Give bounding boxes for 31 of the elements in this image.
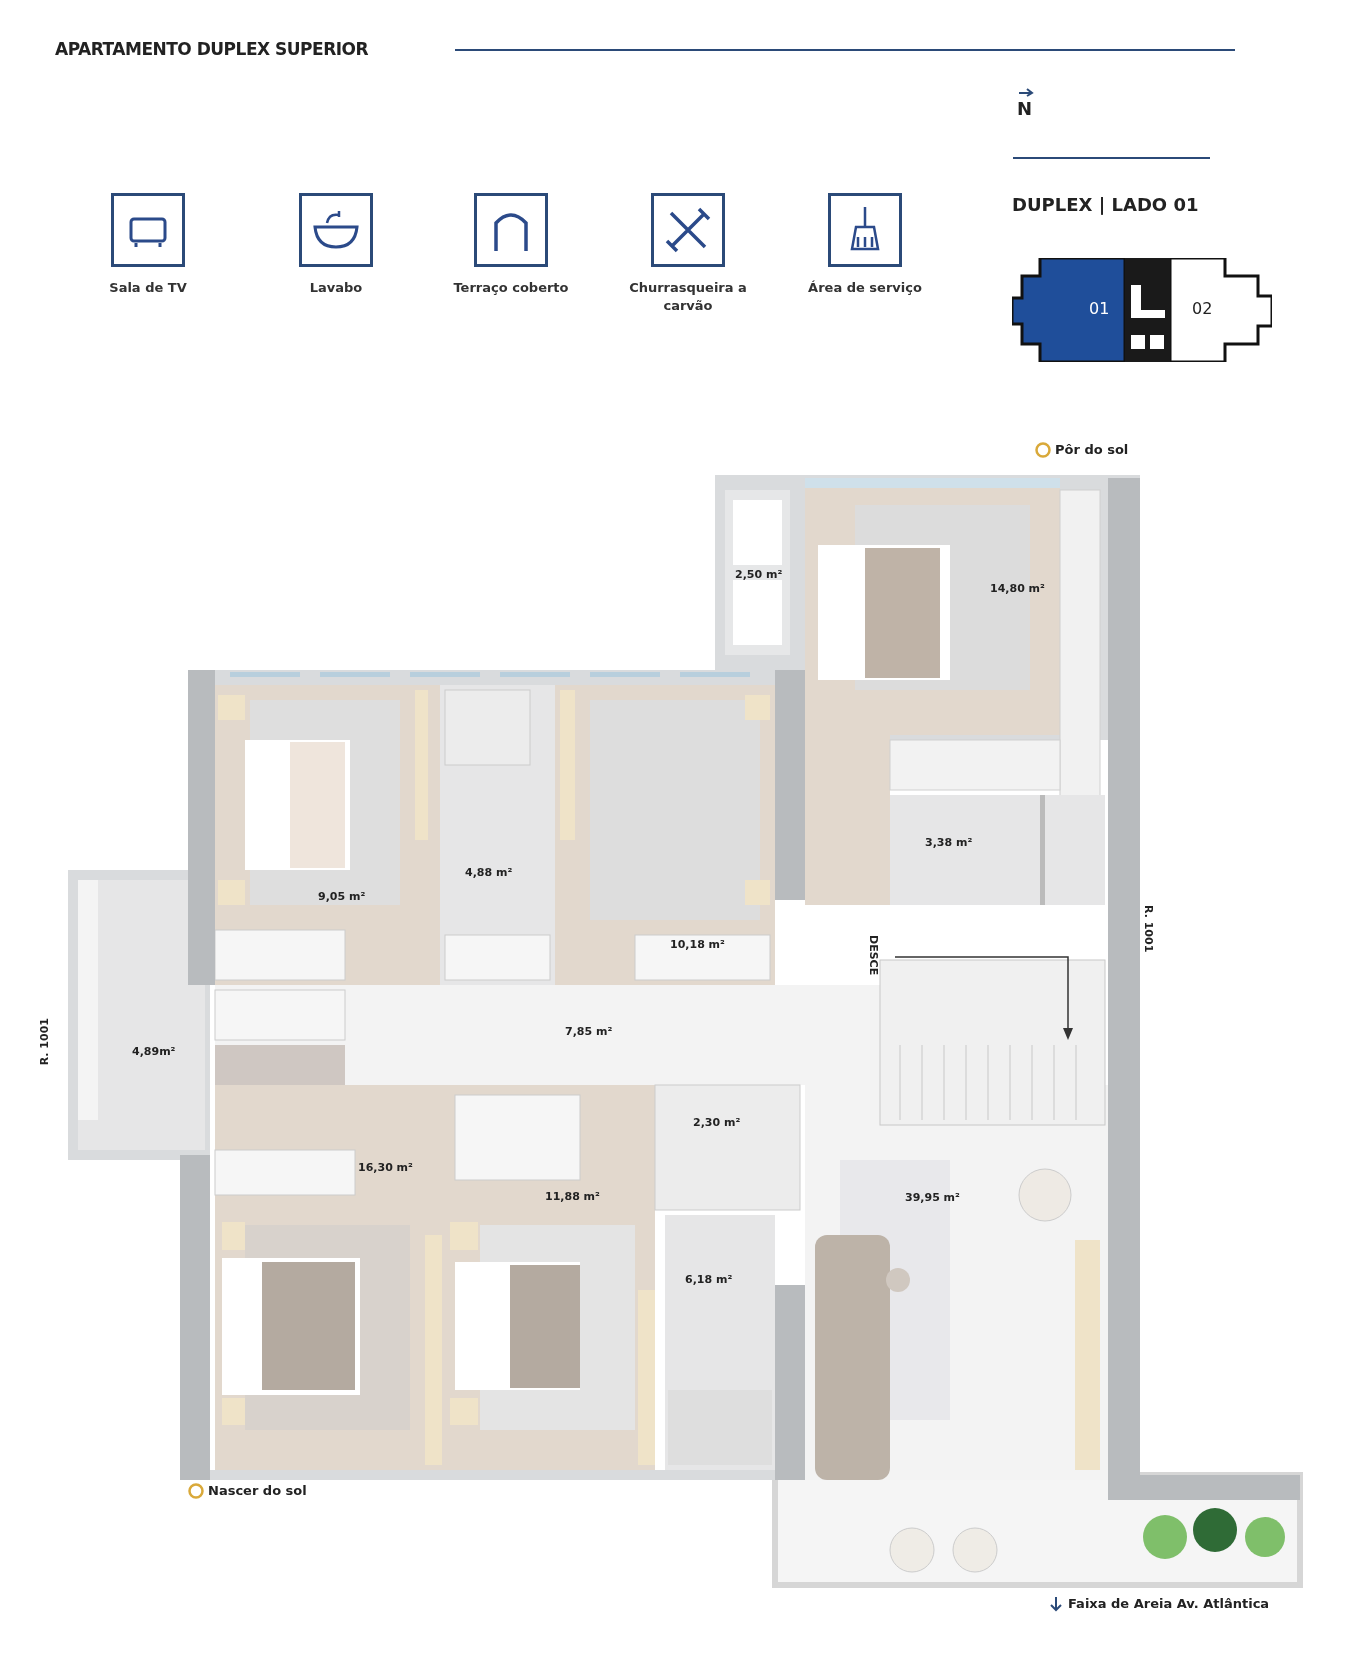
room-area-label: 2,50 m²: [735, 568, 783, 581]
room-area-label: 3,38 m²: [925, 836, 973, 849]
key-plan-unit: [1012, 258, 1125, 362]
unit-heading: DUPLEX | LADO 01: [1012, 194, 1199, 215]
feature-label: Área de serviço: [807, 279, 923, 297]
room-area-label: 6,18 m²: [685, 1273, 733, 1286]
stair-label: DESCE: [867, 935, 880, 976]
room-area-label: 10,18 m²: [670, 938, 725, 951]
room-area-label: 39,95 m²: [905, 1191, 960, 1204]
room-area-label: 16,30 m²: [358, 1161, 413, 1174]
north-indicator: N: [1017, 98, 1033, 119]
room-area-label: 7,85 m²: [565, 1025, 613, 1038]
unit-number: 01: [1089, 299, 1110, 318]
feature-label: Churrasqueira a carvão: [628, 279, 748, 315]
unit-number: 02: [1192, 299, 1213, 318]
street-label: R. 1001: [1142, 905, 1155, 953]
room-area-label: 2,30 m²: [693, 1116, 741, 1129]
sun-direction-label: Pôr do sol: [1055, 442, 1129, 457]
room-area-label: 9,05 m²: [318, 890, 366, 903]
street-label: R. 1001: [38, 1018, 51, 1066]
room-area-label: 11,88 m²: [545, 1190, 600, 1203]
sun-direction-label: Nascer do sol: [208, 1483, 307, 1498]
feature-label: Terraço coberto: [452, 279, 570, 297]
feature-label: Sala de TV: [108, 279, 188, 297]
orientation-note: Faixa de Areia Av. Atlântica: [1068, 1596, 1270, 1611]
page-title: APARTAMENTO DUPLEX SUPERIOR: [55, 39, 369, 59]
feature-label: Lavabo: [308, 279, 364, 297]
room-area-label: 14,80 m²: [990, 582, 1045, 595]
room-area-label: 4,88 m²: [465, 866, 513, 879]
room-area-label: 4,89m²: [132, 1045, 176, 1058]
key-plan-unit: [1170, 258, 1272, 362]
